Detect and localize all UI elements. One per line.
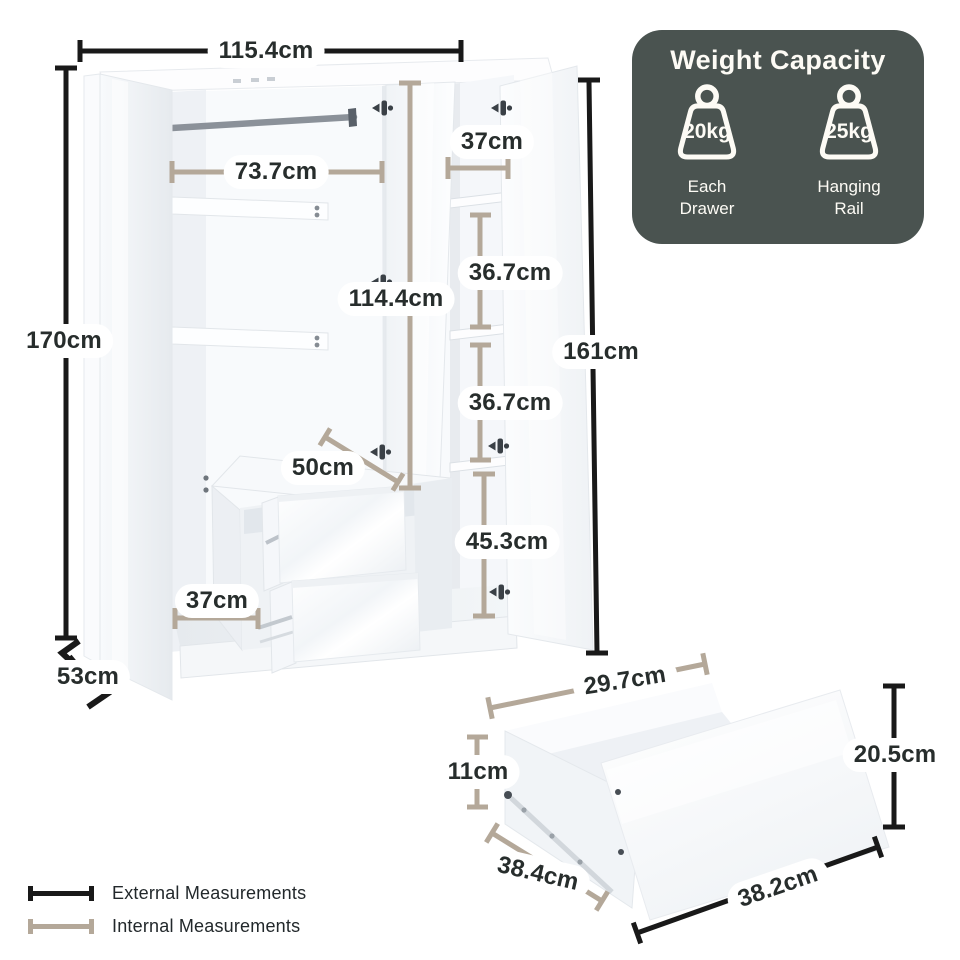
label-drawer-unit-width: 50cm <box>280 451 366 485</box>
label-wardrobe-width: 115.4cm <box>207 34 325 68</box>
weight-label: Hanging Rail <box>817 177 881 218</box>
drawer-runner <box>265 534 281 545</box>
weight-value: 25kg <box>825 120 873 143</box>
label-drawer-inner-height: 11cm <box>436 755 520 789</box>
drawer-runner <box>257 615 293 630</box>
lower-left-width-line <box>172 608 261 629</box>
interior-left-shade <box>170 90 206 652</box>
drawer-detail <box>504 683 890 921</box>
label-rail-width: 73.7cm <box>223 155 329 189</box>
badge-item-rail: 25kg Hanging Rail <box>793 82 905 220</box>
hanging-rail-bracket <box>348 108 357 127</box>
label-wardrobe-height-right: 161cm <box>552 335 650 369</box>
left-door <box>99 73 173 701</box>
shelf-width-line <box>445 157 511 179</box>
label-shelf-gap-lower: 36.7cm <box>457 386 563 420</box>
legend-internal-row: Internal Measurements <box>28 914 306 938</box>
legend-internal-label: Internal Measurements <box>112 915 301 936</box>
badge-item-drawer: 20kg Each Drawer <box>651 82 763 220</box>
drawer-slide-runner <box>509 796 614 894</box>
badge-title: Weight Capacity <box>670 45 886 75</box>
label-wardrobe-depth: 53cm <box>45 660 131 694</box>
shelf-column-divider <box>450 83 460 630</box>
weight-icon: 25kg <box>803 82 895 174</box>
hanging-rail <box>168 113 358 132</box>
weight-label: Each Drawer <box>679 177 735 218</box>
weight-icon: 20kg <box>661 82 753 174</box>
measurement-legend: External Measurements Internal Measureme… <box>28 881 306 938</box>
drawer-1-front <box>277 485 407 584</box>
label-shelf-gap-upper: 36.7cm <box>457 256 563 290</box>
weight-value: 20kg <box>683 120 731 143</box>
label-lower-right-height: 45.3cm <box>454 525 560 559</box>
left-door-front-edge <box>83 73 101 666</box>
weight-capacity-badge: Weight Capacity 20kg Each Drawer <box>632 30 924 244</box>
external-line-swatch <box>28 885 94 901</box>
right-door <box>499 65 594 651</box>
label-wardrobe-height-left: 170cm <box>15 324 113 358</box>
label-shelf-width: 37cm <box>449 125 535 159</box>
label-lower-left-width: 37cm <box>174 584 260 618</box>
legend-external-label: External Measurements <box>112 882 307 903</box>
legend-external-row: External Measurements <box>28 881 306 905</box>
internal-line-swatch <box>28 918 94 934</box>
label-left-section-height: 114.4cm <box>337 282 455 316</box>
drawer-back-interior <box>505 683 722 762</box>
label-drawer-front-height: 20.5cm <box>842 738 948 772</box>
drawer-2-box-side <box>269 580 297 674</box>
internal-measurement-lines <box>169 80 710 912</box>
badge-row: 20kg Each Drawer 25kg Hanging Rail <box>651 82 905 220</box>
